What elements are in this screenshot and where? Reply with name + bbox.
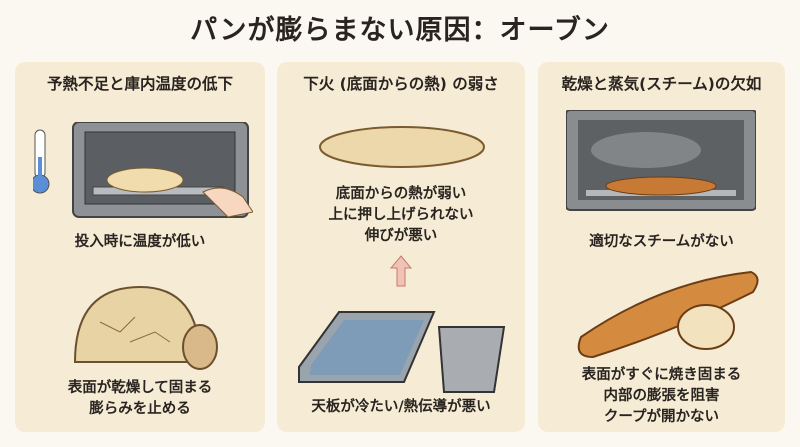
caption-weak-heat: 底面からの熱が弱い 上に押し上げられない 伸びが悪い: [277, 184, 525, 247]
page-title: パンが膨らまない原因：オーブン: [190, 15, 610, 46]
caption-line: 表面がすぐに焼き固まる: [581, 367, 742, 383]
caption-line: 表面が乾燥して固まる: [67, 380, 213, 396]
caption-line: 伸びが悪い: [364, 228, 438, 244]
caption-no-steam: 適切なスチームがない: [589, 234, 734, 250]
caption-low-temp: 投入時に温度が低い: [74, 234, 206, 250]
caption-hard-crust: 表面がすぐに焼き固まる 内部の膨張を阻害 クープが開かない: [538, 365, 785, 428]
baking-tray-pan-illustration: [298, 311, 506, 393]
dry-bread-illustration: [73, 285, 218, 370]
arrow-up-icon: [389, 255, 413, 287]
oven-thermometer-illustration: [33, 122, 253, 218]
caption-line: 内部の膨張を阻害: [603, 388, 720, 404]
caption-surface-dry: 表面が乾燥して固まる 膨らみを止める: [15, 378, 265, 420]
baguette-illustration: [577, 270, 759, 359]
caption-line: 上に押し上げられない: [328, 207, 474, 223]
panel-heading: 乾燥と蒸気(スチーム)の欠如: [561, 75, 762, 93]
caption-line: 膨らみを止める: [89, 401, 191, 417]
oven-steam-illustration: [566, 110, 756, 211]
panel-preheat: 予熱不足と庫内温度の低下 投入時に温度が低い 表面が乾燥して固まる 膨らみを止め…: [15, 62, 265, 432]
panel-steam: 乾燥と蒸気(スチーム)の欠如 適切なスチームがない 表面がすぐに焼き固まる 内部…: [538, 62, 785, 432]
caption-line: クープが開かない: [603, 409, 720, 425]
panel-heading: 予熱不足と庫内温度の低下: [46, 75, 233, 93]
panel-bottom-heat: 下火 (底面からの熱) の弱さ 底面からの熱が弱い 上に押し上げられない 伸びが…: [277, 62, 525, 432]
panel-heading: 下火 (底面からの熱) の弱さ: [303, 75, 499, 93]
caption-line: 底面からの熱が弱い: [335, 186, 467, 202]
caption-cold-tray: 天板が冷たい/熱伝導が悪い: [311, 399, 491, 415]
flat-dough-illustration: [319, 126, 485, 168]
